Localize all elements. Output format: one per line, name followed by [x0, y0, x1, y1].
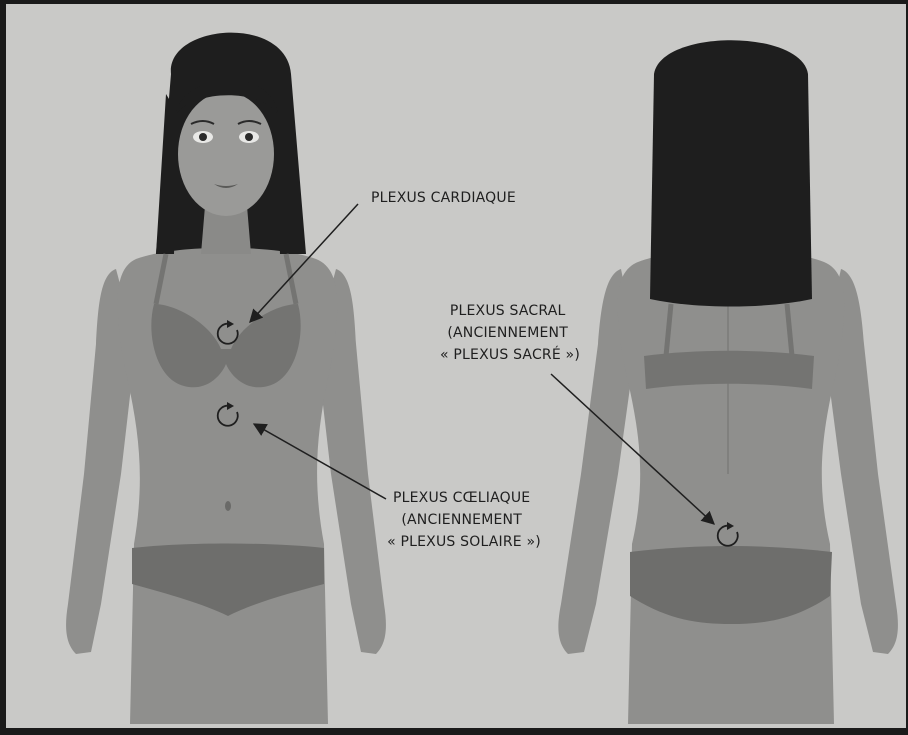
cardiac-label: PLEXUS CARDIAQUE [371, 190, 516, 206]
front-face [178, 92, 274, 216]
sacral-label: PLEXUS SACRAL (ANCIENNEMENT « PLEXUS SAC… [440, 303, 580, 363]
back-figure [558, 40, 898, 724]
front-figure [66, 33, 386, 724]
back-hair [650, 40, 812, 306]
front-torso [118, 248, 338, 724]
coeliac-label: PLEXUS CŒLIAQUE (ANCIENNEMENT « PLEXUS S… [387, 490, 541, 550]
back-bra [644, 351, 814, 389]
diagram: PLEXUS CARDIAQUE PLEXUS SACRAL (ANCIENNE… [6, 4, 908, 735]
page: PLEXUS CARDIAQUE PLEXUS SACRAL (ANCIENNE… [6, 4, 906, 728]
back-torso [618, 249, 845, 725]
